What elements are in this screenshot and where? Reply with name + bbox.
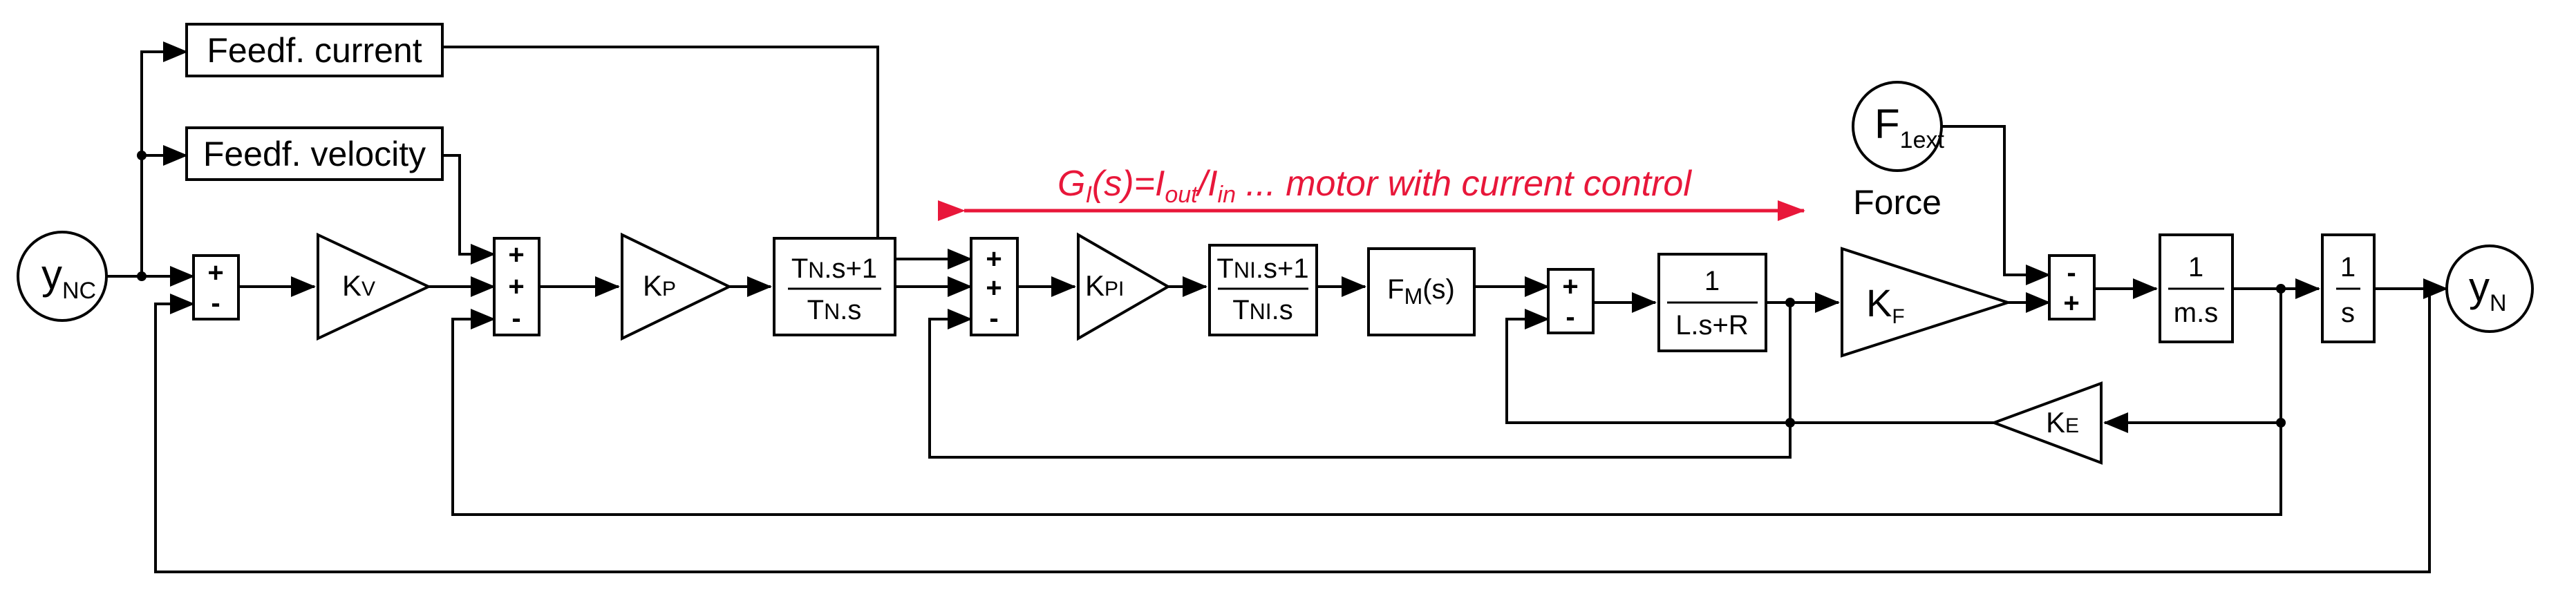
svg-text:-: - (2067, 258, 2076, 288)
force-label: Force (1853, 183, 1942, 222)
svg-text:+: + (2063, 288, 2079, 318)
signal-wires (107, 41, 2448, 573)
svg-text:FM(s): FM(s) (1387, 274, 1455, 309)
feedforward-velocity-block: Feedf. velocity (185, 126, 444, 181)
gain-kp: KP (621, 232, 733, 341)
svg-text:KP: KP (643, 269, 676, 302)
svg-text:+: + (986, 273, 1002, 303)
feedforward-current-block: Feedf. current (185, 23, 444, 77)
summer-position-error: + - (192, 254, 240, 320)
svg-text:Feedf. velocity: Feedf. velocity (203, 135, 426, 173)
svg-text:-: - (989, 303, 998, 334)
current-controller-block: TNI.s+1 TNI.s (1208, 244, 1318, 336)
electrical-block: 1 L.s+R (1657, 253, 1767, 352)
svg-text:KV: KV (342, 269, 375, 302)
svg-text:yN: yN (2469, 264, 2507, 316)
svg-text:1: 1 (2340, 252, 2356, 282)
svg-text:+: + (508, 271, 524, 302)
svg-text:s: s (2341, 298, 2355, 328)
mass-block: 1 m.s (2159, 233, 2234, 343)
svg-text:-: - (211, 288, 220, 318)
svg-text:TNI.s+1: TNI.s+1 (1216, 253, 1308, 284)
svg-text:L.s+R: L.s+R (1675, 310, 1749, 341)
gain-kv: KV (317, 232, 432, 341)
fm-block: FM(s) (1367, 247, 1476, 336)
summer-voltage: + - (1547, 268, 1595, 334)
current-control-annotation: GI(s)=Iout/Iin ... motor with current co… (938, 164, 1805, 221)
output-yN: yN (2445, 245, 2534, 333)
svg-text:F1ext: F1ext (1874, 101, 1944, 153)
svg-text:KPI: KPI (1085, 269, 1124, 302)
svg-text:GI(s)=Iout/Iin ... motor with: GI(s)=Iout/Iin ... motor with current co… (1057, 164, 1692, 208)
input-yNC: yNC (17, 231, 108, 322)
integrator-block: 1 s (2321, 233, 2376, 343)
junction-dots (137, 151, 2434, 428)
svg-text:KF: KF (1866, 281, 1905, 328)
summer-current-error: + + - (970, 237, 1019, 336)
gain-kpi: KPI (1077, 232, 1172, 341)
force-input: F1ext Force (1852, 81, 1944, 222)
svg-text:TN.s: TN.s (807, 295, 862, 325)
gain-kf: KF (1841, 247, 2013, 358)
svg-text:1: 1 (1704, 266, 1720, 296)
svg-text:TN.s+1: TN.s+1 (791, 253, 877, 284)
svg-text:m.s: m.s (2174, 298, 2218, 328)
summer-force: - + (2048, 254, 2096, 320)
svg-text:-: - (1566, 302, 1574, 332)
svg-text:+: + (986, 244, 1002, 274)
svg-text:+: + (207, 258, 223, 288)
gain-ke: KE (1990, 381, 2103, 465)
svg-text:1: 1 (2188, 252, 2203, 282)
summer-velocity-error: + + - (493, 237, 540, 336)
svg-text:+: + (1562, 271, 1578, 302)
svg-text:KE: KE (2046, 406, 2079, 439)
svg-text:-: - (511, 303, 520, 334)
position-controller-block: TN.s+1 TN.s (773, 237, 896, 336)
svg-text:+: + (508, 240, 524, 270)
svg-text:Feedf. current: Feedf. current (207, 31, 422, 70)
svg-text:TNI.s: TNI.s (1232, 295, 1293, 325)
svg-text:yNC: yNC (41, 251, 96, 304)
